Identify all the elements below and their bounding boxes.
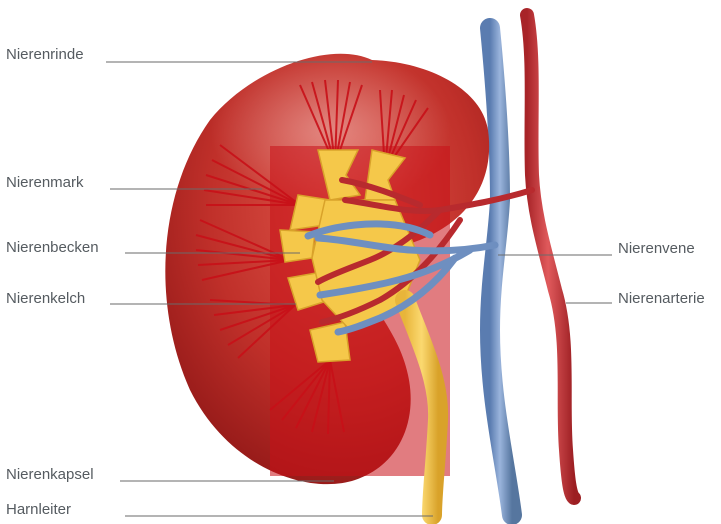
label-artery: Nierenarterie [618, 290, 705, 308]
label-pelvis: Nierenbecken [6, 239, 99, 257]
label-calyx: Nierenkelch [6, 290, 85, 308]
label-ureter: Harnleiter [6, 501, 71, 519]
renal-artery-trunk [527, 15, 574, 498]
label-cortex: Nierenrinde [6, 46, 84, 64]
renal-vein-trunk [490, 28, 512, 515]
label-capsule: Nierenkapsel [6, 466, 94, 484]
label-vein: Nierenvene [618, 240, 695, 258]
label-medulla: Nierenmark [6, 174, 84, 192]
